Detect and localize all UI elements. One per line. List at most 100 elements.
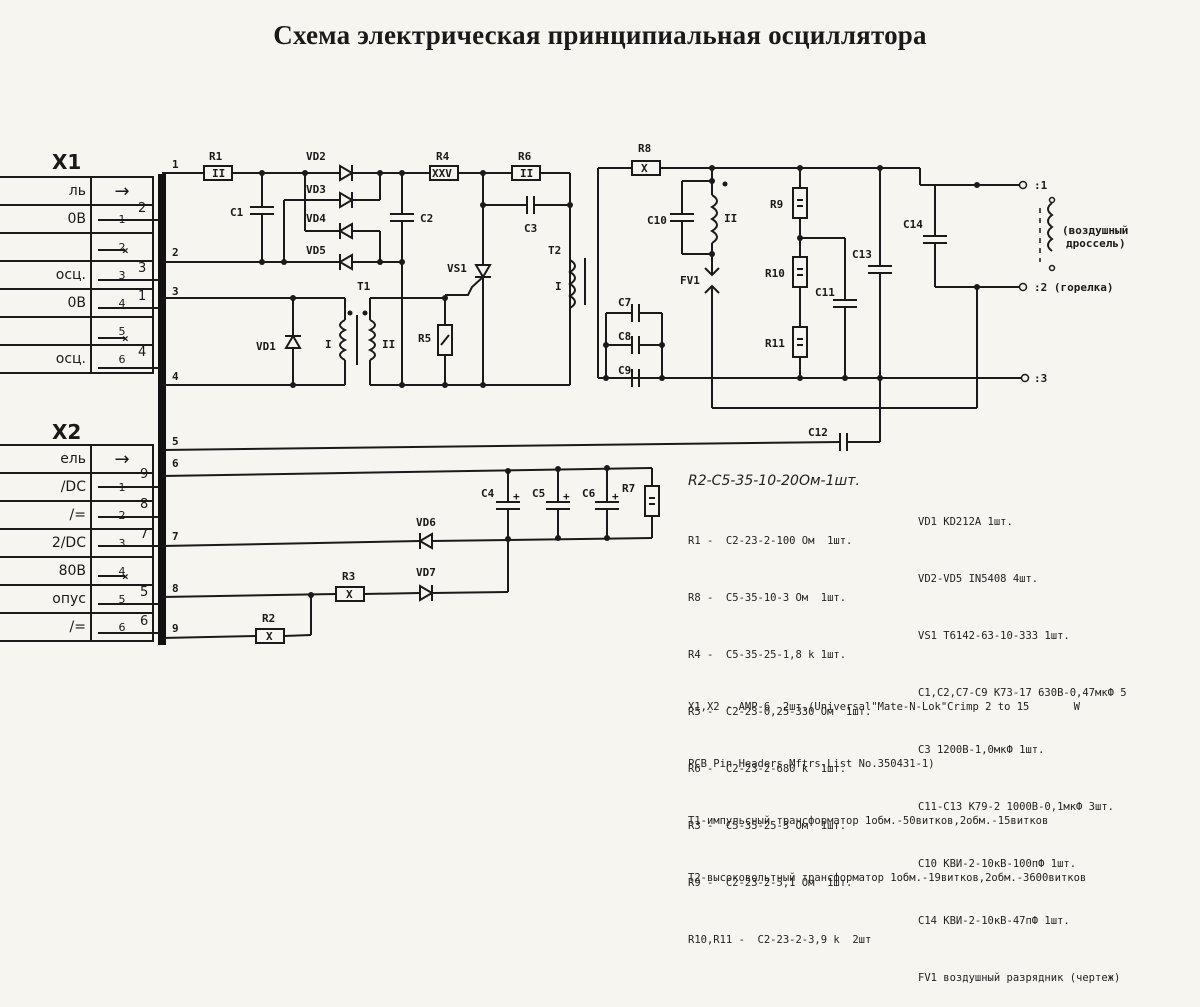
r9-label: R9 (770, 198, 783, 211)
resistor-r9 (792, 187, 808, 219)
vd4-label: VD4 (306, 212, 326, 225)
arrow-right-icon: → (90, 176, 154, 206)
x2-wire-label: 7 (140, 527, 148, 542)
connector-x2-label: X2 (52, 420, 82, 444)
x2-wire-label: 9 (140, 467, 148, 482)
vd2-label: VD2 (306, 150, 326, 163)
r5-label: R5 (418, 332, 431, 345)
bus-line-label: 5 (172, 435, 179, 448)
t2-label: T2 (548, 244, 561, 257)
terminal-2 (1018, 282, 1028, 292)
bom-line: X1,X2 - AMP-6 2шт.(Universal"Mate-N-Lok"… (688, 701, 1080, 713)
x2-header-name: ель (0, 444, 92, 474)
x2-pin-number: 2 (90, 500, 154, 530)
line-5: C12 (161, 426, 880, 451)
bom-line: T1-импульсный трансформатор 1обм.-50витк… (688, 815, 1049, 827)
svg-text:×: × (122, 332, 129, 345)
bom-line: C14 КВИ-2-10кВ-47пФ 1шт. (918, 915, 1070, 927)
air-choke-coil-icon (1047, 202, 1054, 252)
x2-wire-label: 8 (140, 497, 148, 512)
diode-vd5 (338, 253, 353, 271)
x1-pin-number: 2 (90, 232, 154, 262)
x2-pin-number: 3 (90, 528, 154, 558)
thyristor-vs1 (474, 264, 492, 279)
bom-connectors-transformers: X1,X2 - AMP-6 2шт.(Universal"Mate-N-Lok"… (688, 660, 1086, 907)
x2-wire-label: 6 (140, 614, 148, 629)
diode-vd4 (338, 222, 353, 240)
table-row: /=6 (0, 612, 154, 642)
c12-label: C12 (808, 426, 828, 439)
thyristor-section: XXV R4 II R6 C3 VS1 T2 I (429, 150, 586, 385)
transformer-t1-secondary (367, 319, 376, 361)
t2-secondary-winding: II (724, 212, 737, 225)
vd1-label: VD1 (256, 340, 276, 353)
resistor-r11 (792, 326, 808, 358)
plus-icon: + (612, 490, 619, 503)
handwritten-note: R2-С5-35-10-20Ом-1шт. (688, 473, 860, 489)
bom-line: C1,C2,C7-C9 К73-17 630В-0,47мкФ 5 (918, 687, 1127, 699)
table-row: ель→ (0, 444, 154, 474)
t2-winding-label: I (555, 280, 562, 293)
output-2-label: :2 (горелка) (1034, 281, 1113, 294)
r4-mark: XXV (432, 167, 452, 180)
resistor-r10 (792, 256, 808, 288)
r6-label: R6 (518, 150, 532, 163)
r11-label: R11 (765, 337, 785, 350)
x1-wire-label: 2 (138, 201, 146, 216)
connector-x1-label: X1 (52, 150, 82, 174)
x1-pin-name: 0В (0, 204, 92, 234)
bus-line-label: 9 (172, 622, 179, 635)
r3-label: R3 (342, 570, 355, 583)
c3-label: C3 (524, 222, 537, 235)
c1-label: C1 (230, 206, 244, 219)
t1-winding-2: II (382, 338, 395, 351)
bom-line: R1 - С2-23-2-100 Ом 1шт. (688, 535, 853, 547)
vd6-label: VD6 (416, 516, 436, 529)
vd5-label: VD5 (306, 244, 326, 257)
bus-line-label: 2 (172, 246, 179, 259)
bom-line: VD1 KD212A 1шт. (918, 516, 1013, 528)
bus-line-label: 1 (172, 158, 179, 171)
t1-winding-1: I (325, 338, 332, 351)
x2-pin-number: 6 (90, 612, 154, 642)
c7-label: C7 (618, 296, 631, 309)
choke-label-1: (воздушный (1062, 224, 1128, 237)
c6-label: C6 (582, 487, 596, 500)
resistor-r7 (644, 485, 660, 517)
x2-pin-name: /DC (0, 472, 92, 502)
c9-label: C9 (618, 364, 631, 377)
r1-label: R1 (209, 150, 223, 163)
c13-label: C13 (852, 248, 872, 261)
diode-vd3 (339, 191, 354, 209)
transformer-t2-secondary (710, 194, 718, 244)
table-row: /=2 (0, 500, 154, 530)
spark-gap-fv1 (704, 267, 720, 277)
terminal-1 (1018, 180, 1028, 190)
c4-label: C4 (481, 487, 495, 500)
output-3-label: :3 (1034, 372, 1047, 385)
x2-pin-number: 5 (90, 584, 154, 614)
diode-vd2 (339, 164, 354, 182)
bus-line-label: 7 (172, 530, 179, 543)
bom-line: R5 - С2-23-0,25-330 Ом 1шт. (688, 706, 872, 718)
r1-mark: II (212, 167, 225, 180)
fv1-label: FV1 (680, 274, 700, 287)
bom-line: R10,R11 - С2-23-2-3,9 k 2шт (688, 934, 872, 946)
bom-line: PCB Pin Headers Mftrs.List No.350431-1) (688, 758, 935, 770)
x1-header-name: ль (0, 176, 92, 206)
transformer-t1-primary (339, 319, 348, 361)
x1-pin-name: 0В (0, 288, 92, 318)
c8-label: C8 (618, 330, 631, 343)
r8-label: R8 (638, 142, 651, 155)
bus-line-label: 8 (172, 582, 179, 595)
x1-wire-label: 3 (138, 261, 146, 276)
r6-mark: II (520, 167, 533, 180)
svg-text:×: × (122, 244, 129, 257)
c11-label: C11 (815, 286, 835, 299)
diode-vd1 (284, 334, 302, 349)
c2-label: C2 (420, 212, 433, 225)
r3-mark: X (346, 588, 353, 601)
